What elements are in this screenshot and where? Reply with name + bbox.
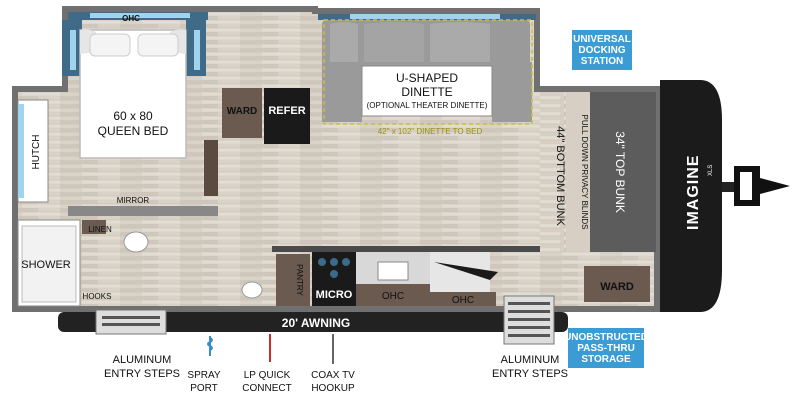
mirror-label: MIRROR [117,196,150,205]
micro-label: MICRO [316,289,353,301]
refer-label: REFER [268,105,305,117]
toilet [123,231,149,253]
ohc-mid-label: OHC [382,291,404,302]
hutch-label: HUTCH [31,135,42,170]
top-bunk-label: 34" TOP BUNK [613,131,627,213]
dinette-title-1: U-SHAPED [396,71,458,85]
bed-name-label: QUEEN BED [98,124,169,138]
brand-logo: IMAGINE [685,155,702,230]
steps-left-line2: ENTRY STEPS [104,368,180,380]
shower-label: SHOWER [21,259,71,271]
privacy-blinds-label: PULL DOWN PRIVACY BLINDS [580,115,589,230]
dinette-title-2: DINETTE [401,85,452,99]
docking-line1: UNIVERSAL [573,33,631,45]
steps-left-line1: ALUMINUM [113,354,172,366]
lp-line1: LP QUICK [244,370,291,381]
ohc-right-label: OHC [452,295,474,306]
front-cap: IMAGINE XLS [660,80,722,312]
awning-label: 20' AWNING [282,316,350,330]
dinette-bed-note: 42" x 102" DINETTE TO BED [378,127,483,136]
hookup-lines [207,334,334,364]
pass-thru-storage-callout: UNOBSTRUCTED PASS-THRU STORAGE [564,328,648,368]
steps-right-line2: ENTRY STEPS [492,368,568,380]
coax-line2: HOOKUP [311,383,355,394]
dinette-option: (OPTIONAL THEATER DINETTE) [367,101,488,110]
ward-bottom-label: WARD [600,281,634,293]
kitchen: PANTRY MICRO OHC OHC [272,246,540,306]
bedroom: OHC 60 x 80 QUEEN BED [62,12,208,159]
linen-label: LINEN [88,225,112,234]
storage-line3: STORAGE [581,353,631,365]
hitch [722,166,790,206]
coax-line1: COAX TV [311,370,355,381]
hutch: HUTCH [17,99,49,203]
bottom-bunk-label: 44" BOTTOM BUNK [554,126,566,226]
lp-line2: CONNECT [242,383,291,394]
wardrobe-refer: WARD REFER [204,88,310,196]
sink [241,281,263,299]
brand-sub: XLS [708,165,714,176]
pantry-label: PANTRY [295,264,304,296]
ward-top-label: WARD [227,106,258,117]
ohc-top-label: OHC [122,14,140,23]
hooks-label: HOOKS [83,292,112,301]
spray-line2: PORT [190,383,218,394]
bunk-area: 44" BOTTOM BUNK PULL DOWN PRIVACY BLINDS… [540,92,656,302]
spray-line1: SPRAY [187,370,220,381]
bed-size-label: 60 x 80 [113,109,153,123]
bathroom: SHOWER LINEN HOOKS [17,219,263,307]
bottom-labels: ALUMINUM ENTRY STEPS SPRAY PORT LP QUICK… [104,354,568,394]
docking-line3: STATION [580,55,624,67]
awning-strip: 20' AWNING [58,295,568,345]
mirror-shelf: MIRROR [68,196,218,216]
storage-line2: PASS-THRU [577,342,635,354]
docking-line2: DOCKING [578,44,626,56]
docking-station-callout: UNIVERSAL DOCKING STATION [572,30,632,70]
steps-right-line1: ALUMINUM [501,354,560,366]
storage-line1: UNOBSTRUCTED [564,331,648,343]
dinette: U-SHAPED DINETTE (OPTIONAL THEATER DINET… [318,14,536,136]
